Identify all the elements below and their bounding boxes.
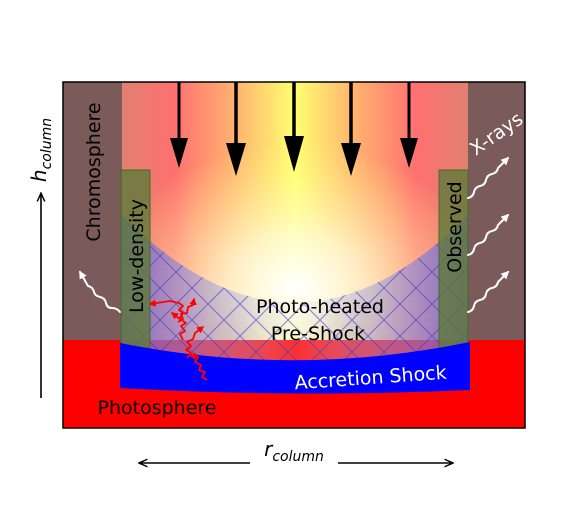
r-column-axis: rcolumn [140,437,452,465]
zigzag-arrow-icon [170,312,187,341]
wavy-arrow-icon [467,270,510,313]
down-arrow-icon [226,82,246,176]
photon-arrows [148,297,208,381]
down-arrow-icon [284,82,304,172]
preshock-label-line1: Photo-heated [256,296,384,318]
down-arrow-icon [341,82,361,176]
photosphere-label: Photosphere [98,397,217,419]
observed-label: Observed [444,181,466,272]
down-arrow-icon [400,82,418,168]
r-axis-symbol: r [264,437,274,461]
r-axis-subscript: column [272,449,324,465]
low-density-label: Low-density [126,199,148,313]
preshock-hatching [122,215,468,365]
zigzag-arrow-icon [177,297,197,323]
wavy-arrow-icon [79,270,121,313]
wavy-arrow-icon [467,213,510,256]
accretion-shock-band [120,342,470,394]
h-axis-symbol: h [27,169,51,182]
preshock-label-line2: Pre-Shock [271,323,365,345]
accretion-flow-arrows [170,82,418,176]
zigzag-arrow-icon [185,326,205,359]
down-arrow-icon [170,82,188,168]
h-column-axis: hcolumn [27,118,55,398]
r-column-axis-label: rcolumn [264,437,324,465]
h-column-axis-label: hcolumn [27,118,55,182]
wavy-arrow-icon [467,156,510,199]
h-axis-subscript: column [39,118,55,170]
chromosphere-label: Chromosphere [83,102,105,241]
zigzag-arrow-icon [188,352,208,381]
xray-arrows [79,156,510,313]
